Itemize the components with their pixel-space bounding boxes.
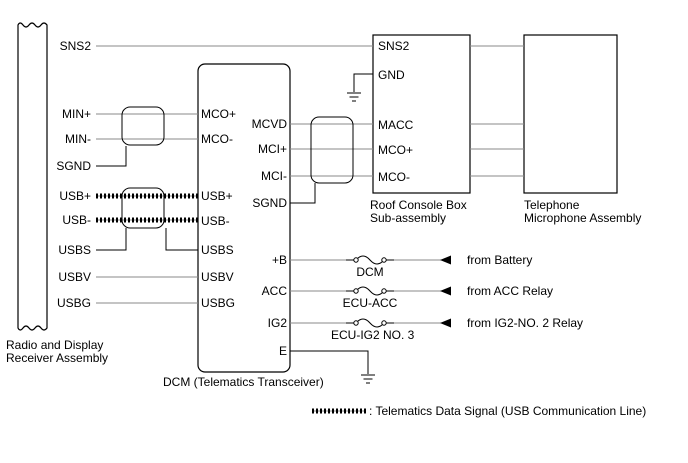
- radio-terminal-usbs: USBS: [58, 243, 91, 257]
- dcm-terminal-usb-minus: USB-: [201, 214, 230, 228]
- dcm-terminal-plus-b: +B: [272, 253, 287, 267]
- radio-terminal-usbv: USBV: [58, 270, 91, 284]
- arrow-battery: [440, 255, 451, 265]
- source-acc-relay: from ACC Relay: [467, 284, 553, 298]
- dcm-terminal-mco-plus: MCO+: [201, 107, 236, 121]
- dcm-terminal-mci-plus: MCI+: [258, 142, 287, 156]
- dcm-terminal-ig2: IG2: [268, 316, 288, 330]
- radio-receiver-label-1: Radio and Display: [6, 338, 103, 352]
- arrow-acc-relay: [440, 286, 451, 296]
- roof-terminal-gnd: GND: [378, 68, 405, 82]
- dcm-terminal-mci-minus: MCI-: [261, 169, 287, 183]
- dcm-terminal-mcvd: MCVD: [252, 117, 288, 131]
- radio-terminal-sgnd: SGND: [56, 159, 91, 173]
- radio-terminal-sns2: SNS2: [60, 39, 92, 53]
- telephone-mic-label-2: Microphone Assembly: [524, 211, 641, 225]
- arrow-ig2-relay: [440, 318, 451, 328]
- dcm-terminal-sgnd: SGND: [252, 196, 287, 210]
- dcm-terminal-usbv: USBV: [201, 270, 234, 284]
- roof-terminal-macc: MACC: [378, 118, 414, 132]
- fuse-dcm: [346, 255, 394, 265]
- radio-terminal-usb-minus: USB-: [62, 213, 91, 227]
- wire-roof-gnd: [353, 73, 373, 92]
- ground-symbol-dcm: [361, 374, 375, 384]
- wire-usbs-right: [165, 228, 198, 251]
- dcm-terminal-usb-plus: USB+: [201, 189, 233, 203]
- radio-terminal-min-minus: MIN-: [65, 132, 91, 146]
- roof-console-label-2: Sub-assembly: [370, 211, 446, 225]
- dcm-terminal-usbs: USBS: [201, 243, 234, 257]
- telephone-mic-label-1: Telephone: [524, 198, 580, 212]
- wire-usbs-left: [96, 228, 127, 251]
- wire-sgnd-shield-drain: [96, 146, 127, 167]
- source-ig2-relay: from IG2-NO. 2 Relay: [467, 316, 583, 330]
- dcm-label: DCM (Telematics Transceiver): [163, 375, 324, 389]
- dcm-terminal-acc: ACC: [262, 284, 288, 298]
- dcm-terminal-e: E: [279, 344, 287, 358]
- wire-e-ground: [290, 350, 369, 374]
- fuse-ecu-acc-label: ECU-ACC: [343, 296, 398, 310]
- radio-receiver-label-2: Receiver Assembly: [6, 351, 108, 365]
- shield-mci: [310, 116, 354, 184]
- radio-terminal-min-plus: MIN+: [62, 107, 91, 121]
- telephone-mic-box: [523, 34, 618, 194]
- legend-text: : Telematics Data Signal (USB Communicat…: [369, 404, 646, 418]
- shield-usb: [121, 187, 165, 229]
- radio-terminal-usbg: USBG: [57, 296, 91, 310]
- fuse-dcm-label: DCM: [356, 265, 383, 279]
- roof-console-label-1: Roof Console Box: [370, 198, 467, 212]
- shield-min: [121, 106, 165, 146]
- roof-terminal-mco-minus: MCO-: [378, 170, 410, 184]
- roof-console-box: [372, 34, 471, 194]
- fuse-ecu-ig2-label: ECU-IG2 NO. 3: [331, 328, 415, 342]
- dcm-terminal-mco-minus: MCO-: [201, 132, 233, 146]
- roof-terminal-sns2: SNS2: [378, 39, 410, 53]
- wire-dcm-sgnd-drain: [290, 183, 316, 204]
- source-battery: from Battery: [467, 253, 532, 267]
- radio-terminal-usb-plus: USB+: [59, 189, 91, 203]
- radio-receiver-box: [17, 22, 48, 331]
- ground-symbol-roof: [347, 92, 361, 102]
- fuse-ecu-ig2: [346, 318, 394, 328]
- fuse-ecu-acc: [346, 286, 394, 296]
- roof-terminal-mco-plus: MCO+: [378, 143, 413, 157]
- dcm-terminal-usbg: USBG: [201, 296, 235, 310]
